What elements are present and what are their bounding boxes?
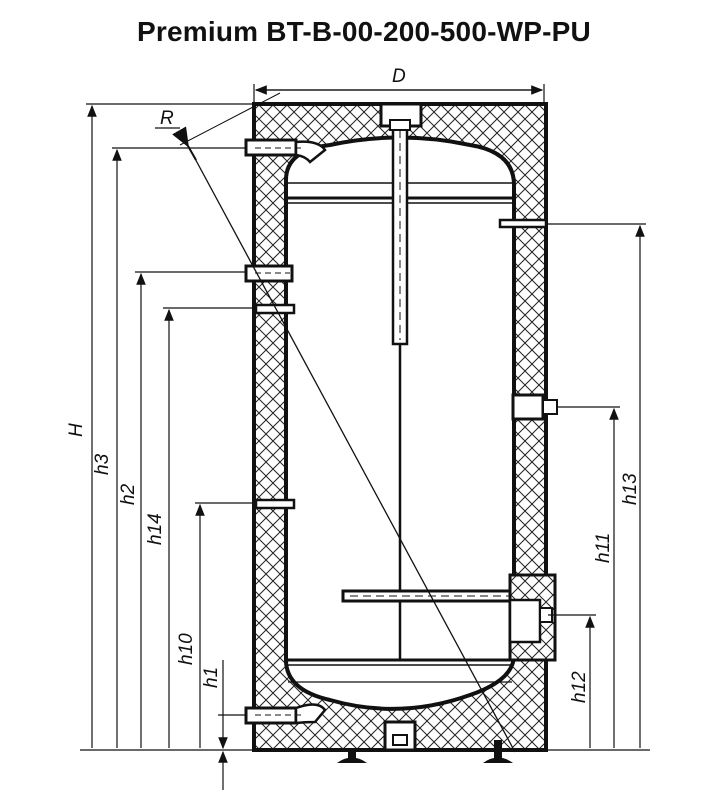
sensor-fitting [511,393,558,421]
label-h1: h1 [201,667,222,688]
label-H: H [66,423,87,437]
label-h12: h12 [569,671,590,703]
label-h10: h10 [176,633,197,665]
right-dimensions [546,223,646,748]
left-ports [244,138,327,725]
label-h13: h13 [620,473,641,505]
heater-rod [341,589,515,603]
label-h11: h11 [593,533,614,563]
dimension-D [253,84,545,104]
label-h3: h3 [92,453,113,475]
radius-arc-mark [179,92,281,146]
label-h14: h14 [145,513,166,545]
bottom-drain [383,720,417,752]
diagram-title: Premium BT-B-00-200-500-WP-PU [137,16,591,47]
anode-rod [389,119,411,660]
heater-flange [508,573,557,662]
left-dimensions [86,103,256,790]
label-R: R [160,108,174,129]
label-D: D [392,66,406,87]
circulation-port [498,218,548,229]
label-h2: h2 [118,483,139,505]
radius-line [184,139,516,753]
